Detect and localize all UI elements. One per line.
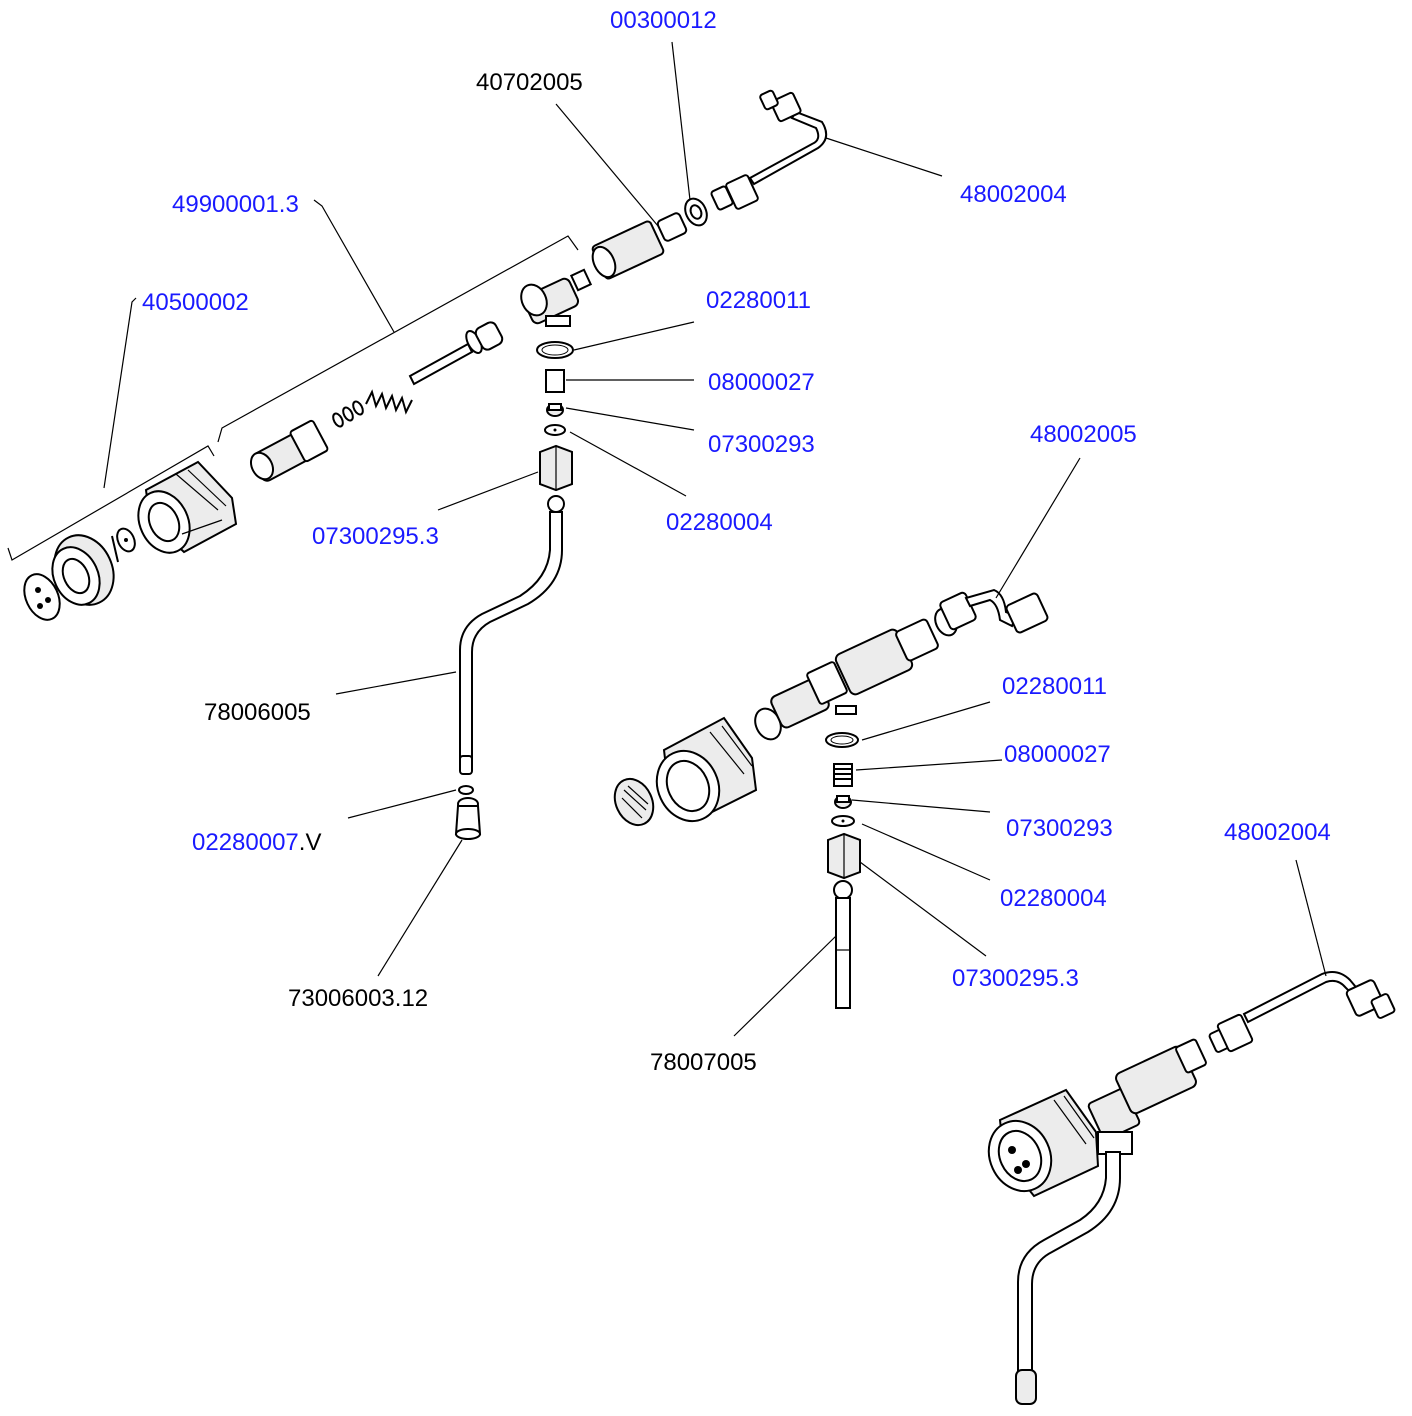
label-02280011-mid[interactable]: 02280011	[1002, 673, 1107, 700]
label-07300293-mid[interactable]: 07300293	[1006, 815, 1113, 842]
plunger-mid	[754, 661, 848, 741]
washer-small	[116, 527, 136, 553]
label-02280007[interactable]: 02280007	[192, 829, 299, 856]
bracket-49900001	[217, 235, 579, 443]
label-02280011-top[interactable]: 02280011	[706, 287, 811, 314]
nut-07300295-mid	[827, 832, 861, 880]
part-labels: 00300012 40702005 48002004 49900001.3 40…	[142, 7, 1331, 1076]
body-mid	[834, 607, 958, 715]
knurled-nut-bottom	[987, 1088, 1100, 1198]
label-02280007-v[interactable]: 02280007.V	[192, 829, 321, 856]
bracket-40500002	[7, 445, 215, 561]
assembly-bottom-right	[987, 971, 1396, 1405]
assembly-middle	[613, 588, 1049, 1009]
nut-07300295-top	[539, 444, 573, 492]
front-disc	[23, 573, 61, 621]
plunger-body	[249, 419, 329, 482]
label-07300293-top[interactable]: 07300293	[708, 431, 815, 458]
spring-08000027-mid	[833, 763, 853, 787]
spring-08000027-top	[545, 369, 565, 393]
label-08000027-top[interactable]: 08000027	[708, 369, 815, 396]
assembly-top-left	[7, 89, 828, 840]
pipe-48002004-bottom	[1208, 971, 1396, 1053]
label-48002004-top[interactable]: 48002004	[960, 181, 1067, 208]
body-bottom	[1087, 1038, 1207, 1155]
elbow-fitting-top	[520, 268, 593, 327]
o-ring-02280011-top	[536, 341, 574, 359]
nut-00300012	[684, 197, 708, 227]
o-ring-02280011-mid	[825, 732, 859, 748]
valve-07300293-mid	[834, 795, 852, 809]
label-73006003-12: 73006003.12	[288, 985, 428, 1012]
washer-02280004-mid	[831, 815, 855, 827]
knurled-nut	[137, 460, 238, 554]
label-02280007-suffix: .V	[299, 829, 322, 856]
label-48002004-bottom[interactable]: 48002004	[1224, 819, 1331, 846]
label-02280004-mid[interactable]: 02280004	[1000, 885, 1107, 912]
label-40702005: 40702005	[476, 69, 583, 96]
spring-49900001	[365, 389, 413, 415]
label-07300295-3-mid[interactable]: 07300295.3	[952, 965, 1079, 992]
pipe-48002004-top	[710, 89, 828, 211]
washer-02280004-top	[544, 424, 566, 436]
lance-tube-bottom	[1015, 1151, 1121, 1405]
lance-tube-78006005	[459, 495, 565, 775]
pipe-48002005	[939, 588, 1049, 634]
label-08000027-mid[interactable]: 08000027	[1004, 741, 1111, 768]
bearing-ring	[51, 534, 115, 606]
valve-07300293-top	[546, 403, 564, 417]
knurled-nut-mid	[655, 716, 758, 823]
label-49900001-3[interactable]: 49900001.3	[172, 191, 299, 218]
o-ring-02280007	[458, 785, 474, 795]
small-o-rings	[332, 400, 364, 428]
label-78007005: 78007005	[650, 1049, 757, 1076]
plunger-rod	[408, 321, 504, 386]
leader-lines	[103, 41, 1327, 1037]
label-78006005: 78006005	[204, 699, 311, 726]
label-48002005[interactable]: 48002005	[1030, 421, 1137, 448]
label-40500002[interactable]: 40500002	[142, 289, 249, 316]
label-02280004-top[interactable]: 02280004	[666, 509, 773, 536]
nozzle-73006003	[454, 797, 482, 840]
label-07300295-3-top[interactable]: 07300295.3	[312, 523, 439, 550]
tube-78007005	[833, 880, 853, 1009]
cap-disc-mid	[613, 777, 655, 827]
label-00300012[interactable]: 00300012	[610, 7, 717, 34]
connector-40702005	[591, 212, 688, 280]
